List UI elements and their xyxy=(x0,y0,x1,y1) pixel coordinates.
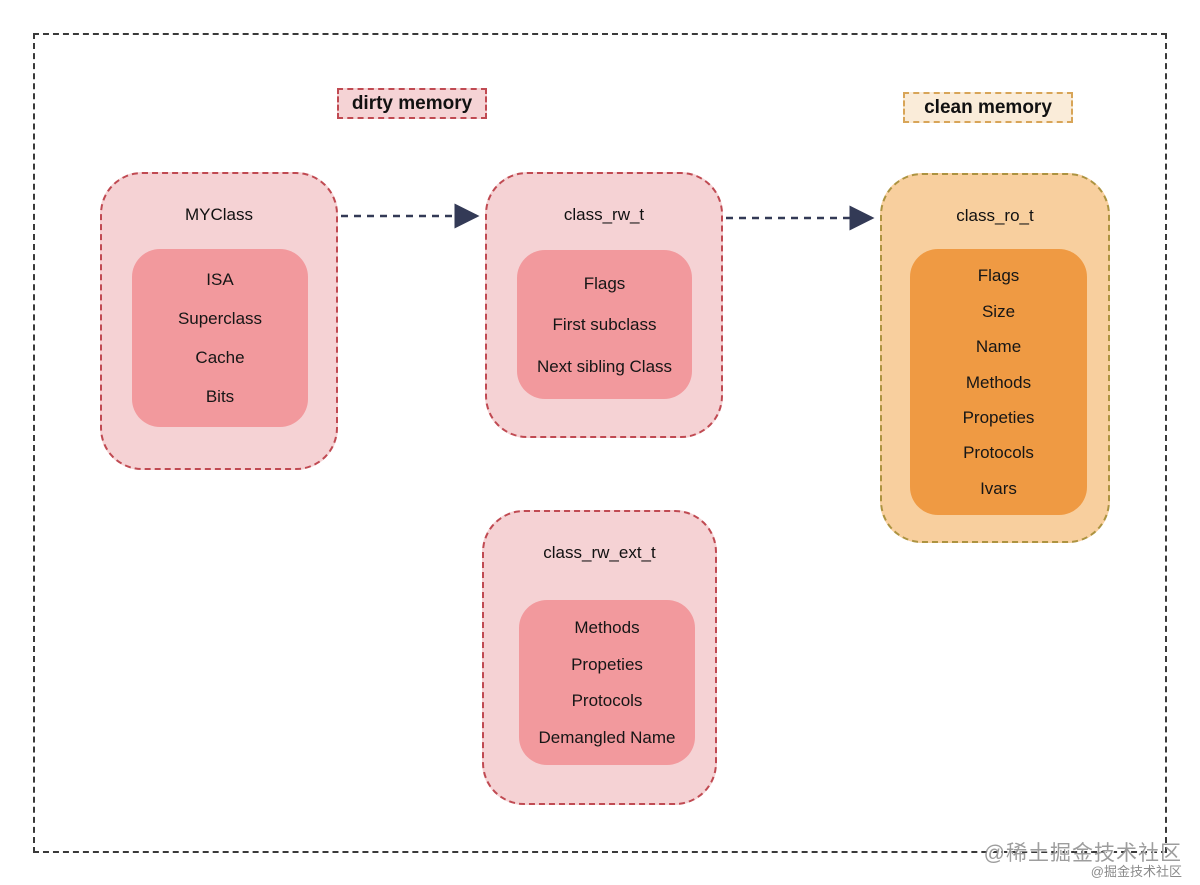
clean-memory-label-text: clean memory xyxy=(924,96,1052,118)
node-myclass-title: MYClass xyxy=(184,205,253,224)
field-item: Next sibling Class xyxy=(536,356,673,376)
watermark-line1: @稀土掘金技术社区 xyxy=(983,842,1182,866)
node-class-ro-t-title: class_ro_t xyxy=(956,206,1034,225)
field-item: Name xyxy=(975,337,1022,357)
field-item: Ivars xyxy=(980,478,1017,498)
field-item: Flags xyxy=(977,266,1020,286)
field-item: First subclass xyxy=(552,315,657,334)
diagram-outer-frame xyxy=(33,33,1167,853)
watermark: @稀土掘金技术社区 @掘金技术社区 xyxy=(984,843,1182,879)
field-item: Demangled Name xyxy=(538,727,676,747)
node-class-rw-ext-t-title: class_rw_ext_t xyxy=(543,543,656,562)
field-item: Cache xyxy=(195,348,245,367)
field-item: Superclass xyxy=(177,309,263,328)
dirty-memory-label: dirty memory xyxy=(337,88,487,119)
node-class-rw-t-title: class_rw_t xyxy=(563,205,645,224)
field-item: Methods xyxy=(965,372,1032,392)
field-item: Protocols xyxy=(963,443,1034,463)
dirty-memory-label-text: dirty memory xyxy=(351,92,473,114)
field-item: Propeties xyxy=(962,407,1035,427)
field-item: ISA xyxy=(206,270,234,289)
watermark-line2: @掘金技术社区 xyxy=(1090,864,1182,880)
field-item: Flags xyxy=(583,273,626,293)
clean-memory-label: clean memory xyxy=(903,92,1073,123)
field-item: Methods xyxy=(574,618,640,638)
field-item: Bits xyxy=(205,387,235,406)
field-item: Protocols xyxy=(571,691,643,711)
field-item: Size xyxy=(981,301,1016,321)
field-item: Propeties xyxy=(571,654,643,674)
